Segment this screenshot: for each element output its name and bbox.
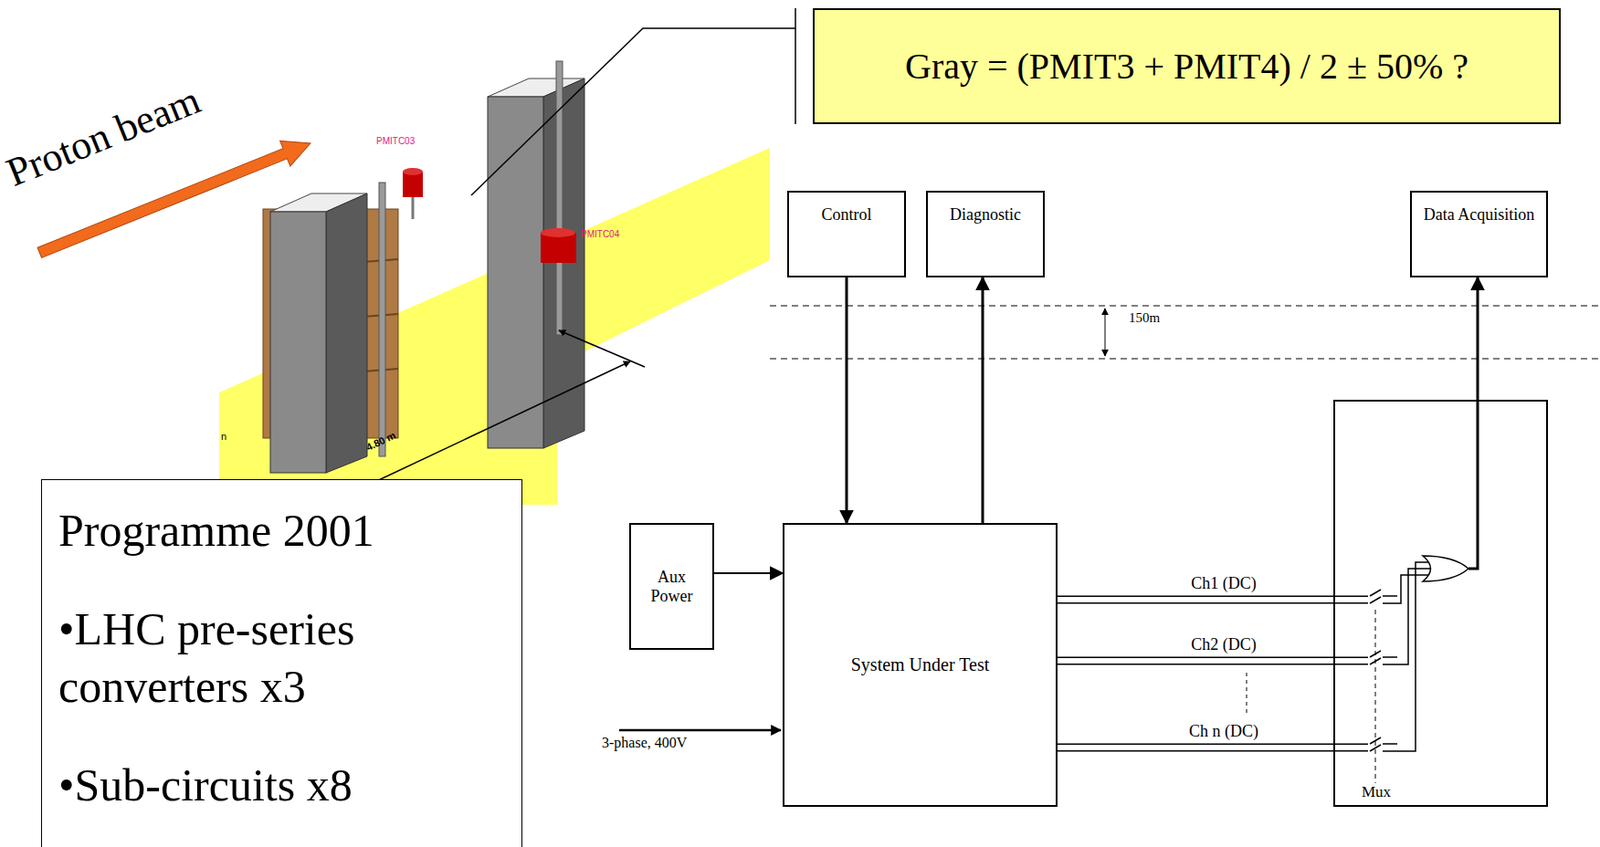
cable-core xyxy=(1056,745,1335,751)
radiation-monitor xyxy=(402,168,423,220)
beam-label: Proton beam xyxy=(1,79,207,194)
mux-wiring xyxy=(1332,401,1478,784)
node-text: Data Acquisition xyxy=(1423,205,1535,225)
beam-arrow xyxy=(34,130,316,266)
dimension-line xyxy=(558,330,645,368)
distance-arrow xyxy=(1105,308,1106,357)
node-text: Programme 2001 xyxy=(58,502,375,560)
channel-label: Ch1 (DC) xyxy=(1189,575,1259,594)
signal-arrow xyxy=(1476,277,1480,400)
signal-arrow xyxy=(845,277,849,524)
channel-cable xyxy=(1057,596,1334,605)
boundary-line xyxy=(769,358,1600,360)
channel-cable xyxy=(1057,657,1334,666)
signal-arrow xyxy=(981,277,985,524)
channel-label: Ch n (DC) xyxy=(1187,723,1261,742)
power-input-label: 3-phase, 400V xyxy=(601,736,687,751)
mux-box: Mux xyxy=(1333,400,1548,808)
aux-power-box: Aux Power xyxy=(629,523,715,651)
dimension-line xyxy=(351,361,631,494)
node-text: Mux xyxy=(1361,783,1391,802)
system-box: System Under Test xyxy=(782,523,1058,808)
node-text: •LHC pre-series converters x3 xyxy=(58,600,506,716)
node-text: •Sub-circuits x8 xyxy=(58,757,353,815)
radiation-monitor xyxy=(540,228,577,264)
cable-core xyxy=(1056,658,1335,664)
node-text: System Under Test xyxy=(851,654,990,676)
acquisition-box: Data Acquisition xyxy=(1410,190,1548,278)
callout-bracket xyxy=(794,8,797,125)
control-box: Control xyxy=(787,190,906,278)
leader-line xyxy=(471,28,796,196)
programme-box: Programme 2001 •LHC pre-series converters… xyxy=(41,479,523,847)
cut-label: n xyxy=(221,431,227,443)
node-text: Diagnostic xyxy=(949,205,1022,225)
node-text: Gray = (PMIT3 + PMIT4) / 2 ± 50% ? xyxy=(905,45,1469,88)
monitor-label: PMITC04 xyxy=(580,230,620,240)
boundary-line xyxy=(769,305,1600,307)
node-text: Control xyxy=(821,205,872,225)
monitor-label: PMITC03 xyxy=(376,136,415,147)
node-text: Aux Power xyxy=(634,568,709,606)
cable-core xyxy=(1056,597,1335,603)
channel-gap-mark xyxy=(1246,673,1248,717)
distance-label: 150m xyxy=(1128,311,1160,326)
power-input-arrow xyxy=(619,729,781,733)
channel-cable xyxy=(1057,744,1334,753)
signal-arrow xyxy=(714,572,783,575)
rack-cabinet xyxy=(270,182,386,474)
callout-box: Gray = (PMIT3 + PMIT4) / 2 ± 50% ? xyxy=(812,8,1561,125)
dimension-label: 4.80 m xyxy=(364,431,398,453)
diagnostic-box: Diagnostic xyxy=(926,190,1045,278)
channel-label: Ch2 (DC) xyxy=(1189,636,1259,655)
